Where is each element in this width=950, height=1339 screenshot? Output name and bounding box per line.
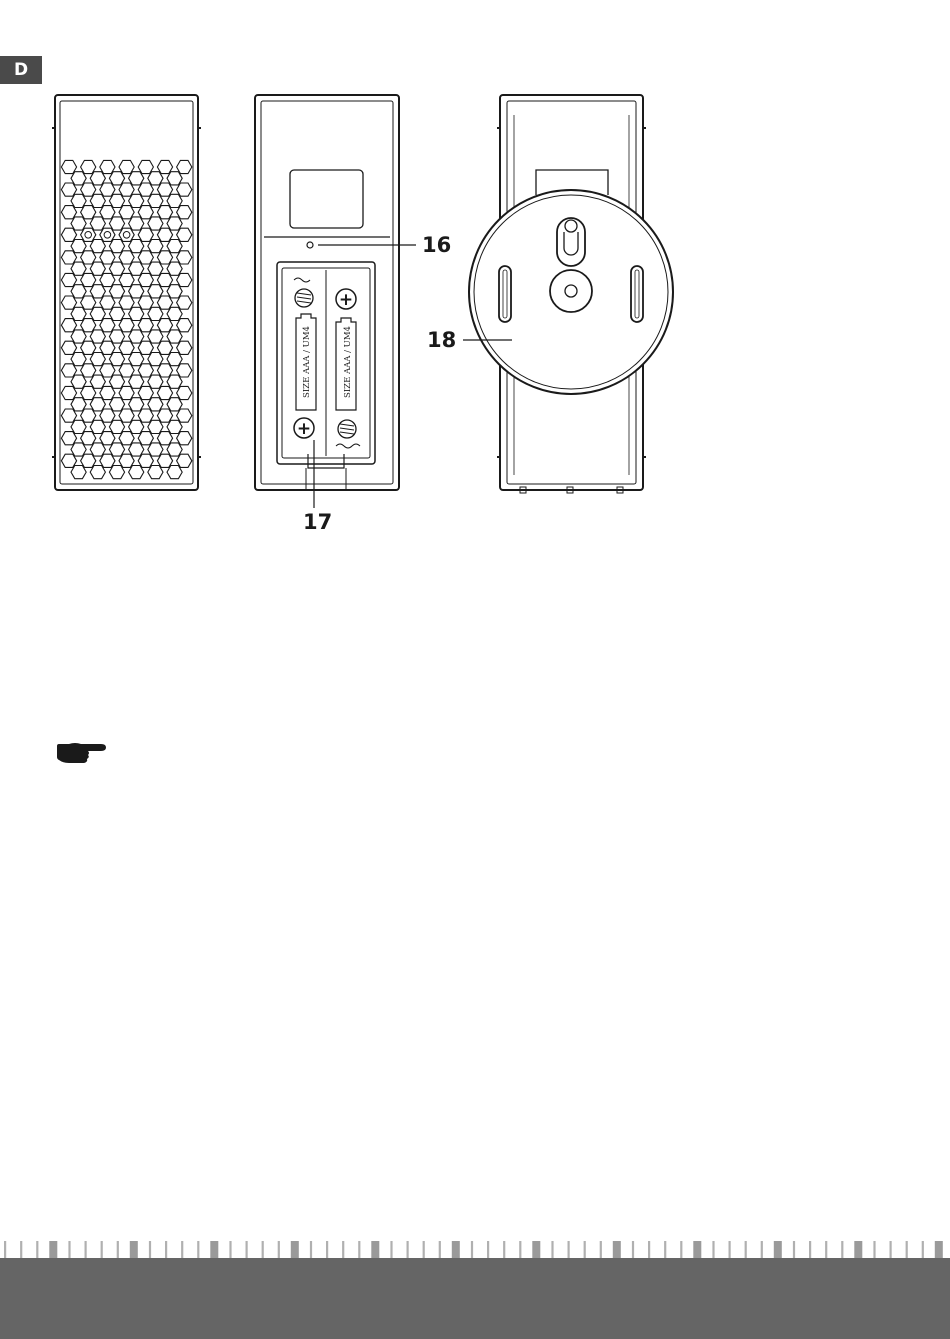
ruler-tick <box>165 1241 167 1258</box>
ruler-tick <box>825 1241 827 1258</box>
ruler-tick <box>310 1241 312 1258</box>
ruler-tick <box>935 1241 943 1258</box>
ruler-tick <box>390 1241 392 1258</box>
ruler-tick <box>4 1241 6 1258</box>
ruler-tick <box>85 1241 87 1258</box>
svg-text:+: + <box>297 419 311 439</box>
positive-terminal-left-icon: + <box>294 418 314 439</box>
ruler-tick <box>793 1241 795 1258</box>
ruler-tick <box>693 1241 701 1258</box>
ruler-tick <box>246 1241 248 1258</box>
ruler-tick <box>532 1241 540 1258</box>
ruler-tick <box>326 1241 328 1258</box>
ruler-tick <box>229 1241 231 1258</box>
ruler-tick <box>130 1241 138 1258</box>
front-view <box>52 95 201 490</box>
battery-slot-left-label: SIZE AAA / UM4 <box>302 326 312 398</box>
ruler-tick <box>423 1241 425 1258</box>
ruler-tick <box>906 1241 908 1258</box>
ruler-tick <box>551 1241 553 1258</box>
ruler-tick <box>729 1241 731 1258</box>
ruler-tick <box>210 1241 218 1258</box>
ruler-tick <box>68 1241 70 1258</box>
ruler-tick <box>36 1241 38 1258</box>
ruler-tick <box>890 1241 892 1258</box>
svg-text:+: + <box>339 290 353 310</box>
callout-16: 16 <box>422 235 451 256</box>
ruler-tick <box>841 1241 843 1258</box>
ruler-tick <box>181 1241 183 1258</box>
ruler-tick <box>745 1241 747 1258</box>
battery-slot-right-label: SIZE AAA / UM4 <box>343 326 353 398</box>
ruler-tick <box>648 1241 650 1258</box>
ruler-tick <box>584 1241 586 1258</box>
ruler-tick <box>680 1241 682 1258</box>
ruler-tick <box>101 1241 103 1258</box>
pointing-hand-icon <box>55 740 109 766</box>
ruler-tick <box>519 1241 521 1258</box>
ruler-tick <box>809 1241 811 1258</box>
spring-top-left-icon <box>294 278 313 307</box>
ruler-tick <box>371 1241 379 1258</box>
ruler-tick <box>712 1241 714 1258</box>
ruler-tick <box>452 1241 460 1258</box>
sensor-led <box>85 232 92 239</box>
ruler-tick <box>471 1241 473 1258</box>
ruler-tick <box>613 1241 621 1258</box>
ruler-tick <box>922 1241 924 1258</box>
grille-hole <box>148 466 163 479</box>
ruler-tick <box>761 1241 763 1258</box>
ruler-tick <box>873 1241 875 1258</box>
stand-view <box>463 95 673 493</box>
ruler-tick <box>117 1241 119 1258</box>
ruler-tick <box>20 1241 22 1258</box>
speaker-grille <box>61 160 191 478</box>
sensor-led <box>104 232 111 239</box>
ruler-tick <box>854 1241 862 1258</box>
ruler-tick <box>439 1241 441 1258</box>
footer-band <box>0 1258 950 1339</box>
spring-bottom-right-icon <box>336 420 360 448</box>
ruler-tick <box>487 1241 489 1258</box>
callout-18: 18 <box>427 330 456 351</box>
callout-17: 17 <box>303 512 332 533</box>
ruler-tick <box>149 1241 151 1258</box>
positive-terminal-right-icon: + <box>336 289 356 310</box>
grille-hole <box>109 466 124 479</box>
grille-hole <box>129 466 144 479</box>
ruler-tick <box>262 1241 264 1258</box>
back-view: SIZE AAA / UM4 SIZE AAA / UM4 + + <box>255 95 416 508</box>
ruler-tick <box>407 1241 409 1258</box>
ruler-tick <box>197 1241 199 1258</box>
ruler-tick <box>278 1241 280 1258</box>
ruler-tick <box>291 1241 299 1258</box>
ruler-tick <box>49 1241 57 1258</box>
grille-hole <box>71 466 86 479</box>
sensor-led <box>123 232 130 239</box>
ruler-tick <box>358 1241 360 1258</box>
ruler-tick <box>568 1241 570 1258</box>
ruler-tick <box>632 1241 634 1258</box>
grille-hole <box>90 466 105 479</box>
ruler-tick <box>774 1241 782 1258</box>
ruler-tick <box>342 1241 344 1258</box>
product-figure: SIZE AAA / UM4 SIZE AAA / UM4 + + <box>0 0 950 540</box>
grille-hole <box>167 466 182 479</box>
footer-ruler <box>0 1240 950 1258</box>
ruler-tick <box>664 1241 666 1258</box>
reset-hole <box>307 242 313 248</box>
ruler-tick <box>600 1241 602 1258</box>
ruler-tick <box>503 1241 505 1258</box>
